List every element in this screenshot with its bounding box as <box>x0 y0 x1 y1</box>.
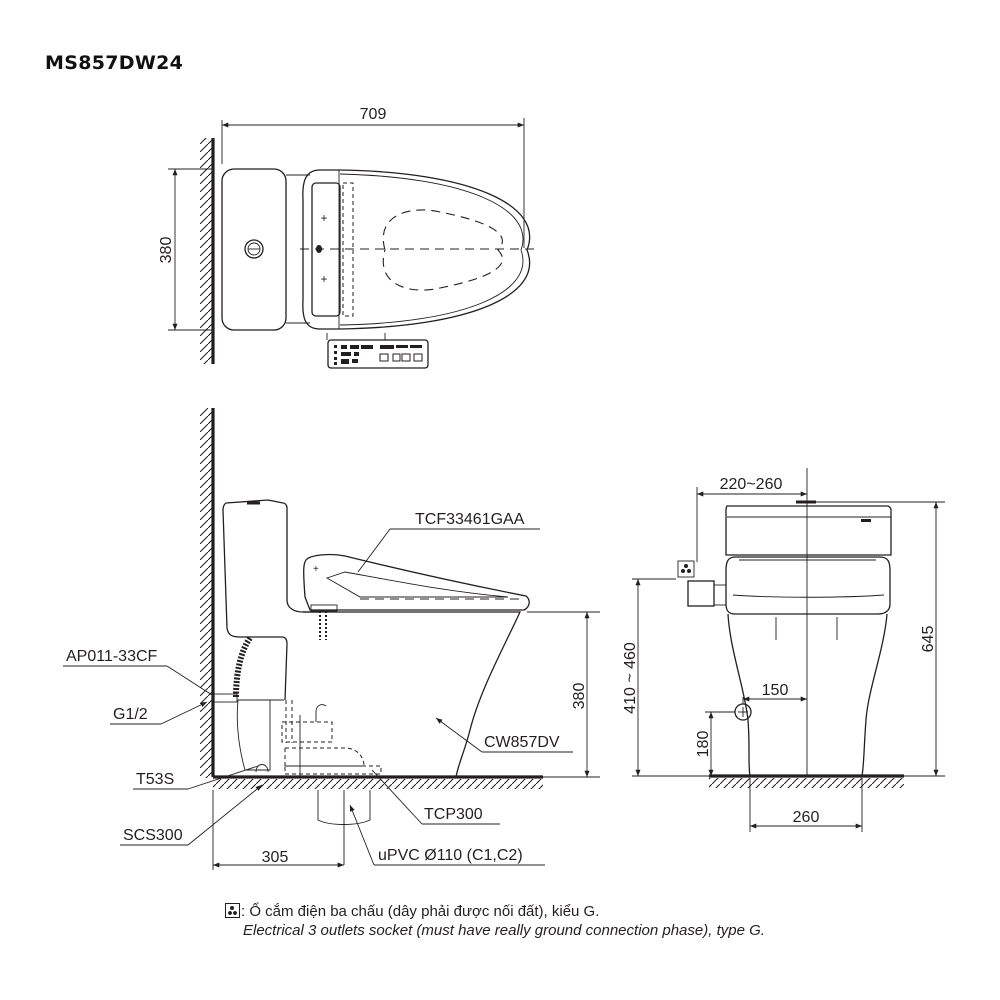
seat-front <box>725 556 891 615</box>
dim-220-260: 220~260 <box>720 476 783 493</box>
bowl-opening <box>382 209 503 291</box>
dim-380-top: 380 <box>158 237 175 264</box>
tank-side <box>225 499 320 613</box>
svg-text:+: + <box>320 211 327 225</box>
floor-hatch <box>213 779 543 789</box>
front-view: 220~260 645 410 ~ 460 150 180 260 <box>622 468 945 832</box>
dim-260: 260 <box>793 809 820 826</box>
socket-icon <box>677 560 695 578</box>
seat-top <box>302 169 531 330</box>
front-floor-hatch <box>709 778 904 788</box>
label-flange: TCP300 <box>424 806 483 823</box>
tank-front <box>725 505 892 556</box>
side-view: + 380 305 TCF33461GAA AP011-33CF G1/2 T5… <box>63 408 600 870</box>
model-title: MS857DW24 <box>45 52 184 74</box>
label-sealant: SCS300 <box>123 827 183 844</box>
label-valve: G1/2 <box>113 706 148 723</box>
footnote-en: Electrical 3 outlets socket (must have r… <box>243 922 765 939</box>
supply-hose <box>233 636 253 698</box>
footnote: : Ổ cắm điện ba chấu (dây phải được nối … <box>225 902 765 940</box>
dim-645: 645 <box>920 626 937 653</box>
dim-150: 150 <box>762 682 789 699</box>
pedestal-left <box>727 613 751 777</box>
label-seat: TCF33461GAA <box>415 511 525 528</box>
footnote-vi: : Ổ cắm điện ba chấu (dây phải được nối … <box>241 903 600 920</box>
side-wall-hatch <box>200 408 212 778</box>
bowl-side <box>303 611 522 778</box>
label-bowl: CW857DV <box>484 734 560 751</box>
dim-380-side: 380 <box>571 683 588 710</box>
dim-709: 709 <box>360 106 387 123</box>
angle-valve <box>211 693 238 703</box>
washlet-seat-side <box>303 553 530 611</box>
label-hose: AP011-33CF <box>66 648 158 665</box>
wall-hatch <box>200 138 212 364</box>
svg-text:+: + <box>320 272 327 286</box>
label-bolt: T53S <box>136 771 174 788</box>
pedestal-right <box>861 613 888 777</box>
top-view: 709 380 + + <box>158 106 540 369</box>
side-panel <box>687 580 715 607</box>
dim-410-460: 410 ~ 460 <box>622 642 639 714</box>
flush-button-icon <box>244 239 264 259</box>
socket-icon <box>225 903 240 918</box>
flange-outline <box>284 765 382 775</box>
remote-control-panel <box>327 339 429 369</box>
svg-text:+: + <box>313 564 319 575</box>
label-pipe: uPVC Ø110 (C1,C2) <box>378 847 523 864</box>
dim-180: 180 <box>695 731 712 758</box>
tank-top <box>221 168 287 331</box>
dim-305: 305 <box>262 849 289 866</box>
